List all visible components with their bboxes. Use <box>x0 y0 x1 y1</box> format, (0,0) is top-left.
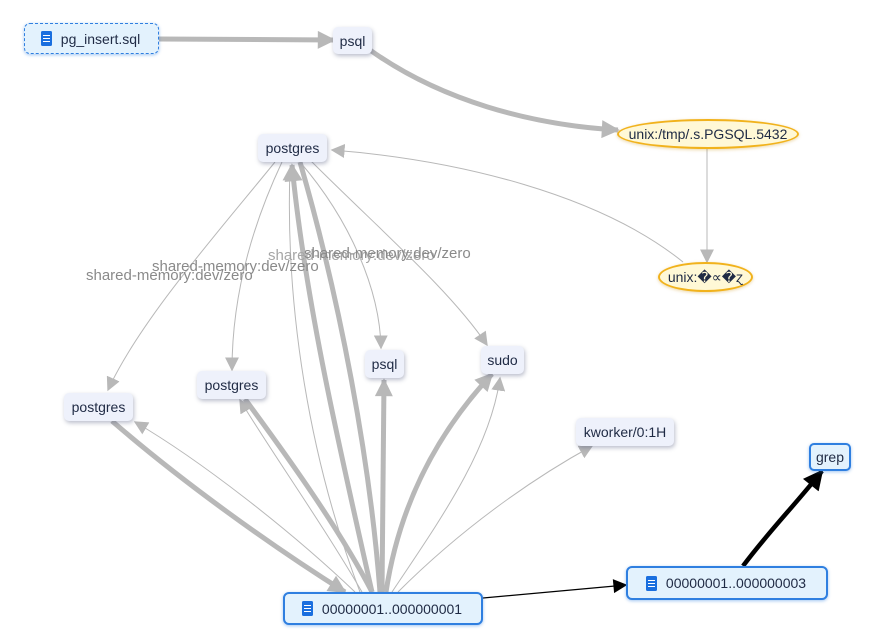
node-kworker[interactable]: kworker/0:1H <box>576 418 674 446</box>
node-pg-insert-sql[interactable]: pg_insert.sql <box>24 23 159 54</box>
edge-postgres-postgres-left <box>106 161 276 392</box>
edge-postgres-left-file <box>110 419 347 595</box>
edge-file-psql <box>374 378 393 593</box>
edge-socket2-postgres <box>330 144 684 263</box>
edge-file-postgres-mid <box>239 398 363 593</box>
node-label: kworker/0:1H <box>583 424 667 440</box>
edge-label-shm-1: shared-memory:dev/zero <box>86 267 253 284</box>
node-grep[interactable]: grep <box>809 443 851 471</box>
node-postgres-left[interactable]: postgres <box>64 393 133 421</box>
node-socket-garbled[interactable]: unix:�∝�ɀ <box>658 262 753 292</box>
edge-file-postgres-thick <box>284 163 375 593</box>
node-label: 00000001..000000001 <box>321 600 463 617</box>
node-postgres-top[interactable]: postgres <box>258 134 327 162</box>
edge-label-shm-4: shared-memory:dev/zero <box>304 245 471 262</box>
node-label: postgres <box>71 399 126 415</box>
edge-file-file <box>482 579 628 599</box>
edge-label-shm-2: shared-memory:dev/zero <box>152 258 319 275</box>
node-label: psql <box>371 356 398 372</box>
edge-postgres-postgres-mid <box>225 161 283 372</box>
edge-label-shm-3: shared-memory:dev/zero <box>268 247 435 264</box>
node-socket-pgsql[interactable]: unix:/tmp/.s.PGSQL.5432 <box>617 119 799 149</box>
node-sudo[interactable]: sudo <box>481 346 524 374</box>
node-psql-top[interactable]: psql <box>333 27 372 54</box>
edge-psql-socket <box>368 47 620 139</box>
node-label: postgres <box>204 377 259 393</box>
node-label: sudo <box>487 352 518 368</box>
node-label: unix:�∝�ɀ <box>667 268 744 285</box>
node-label: pg_insert.sql <box>60 30 141 47</box>
document-icon <box>645 575 657 591</box>
document-icon <box>301 601 313 616</box>
edge-file-sudo-thick <box>383 372 494 593</box>
node-label: postgres <box>265 140 320 156</box>
edge-postgres-file-thick <box>297 161 383 593</box>
node-psql-mid[interactable]: psql <box>365 350 404 378</box>
node-label: unix:/tmp/.s.PGSQL.5432 <box>628 126 788 142</box>
edge-file-postgres-left <box>133 421 356 593</box>
node-label: 00000001..000000003 <box>665 575 807 591</box>
edge-postgres-mid-file <box>242 397 375 594</box>
edge-file-grep <box>741 469 824 568</box>
node-postgres-mid[interactable]: postgres <box>197 371 266 399</box>
node-file-b[interactable]: 00000001..000000003 <box>626 566 828 600</box>
node-label: psql <box>339 32 366 49</box>
edge-postgres-sudo <box>309 159 488 347</box>
node-label: grep <box>815 449 845 465</box>
node-file-a[interactable]: 00000001..000000001 <box>283 592 483 625</box>
edge-postgres-psql <box>299 161 388 350</box>
edge-pginsert-psql <box>157 30 336 49</box>
edge-file-sudo-thin <box>391 376 506 593</box>
document-icon <box>40 31 52 46</box>
edge-file-kworker <box>397 445 594 593</box>
